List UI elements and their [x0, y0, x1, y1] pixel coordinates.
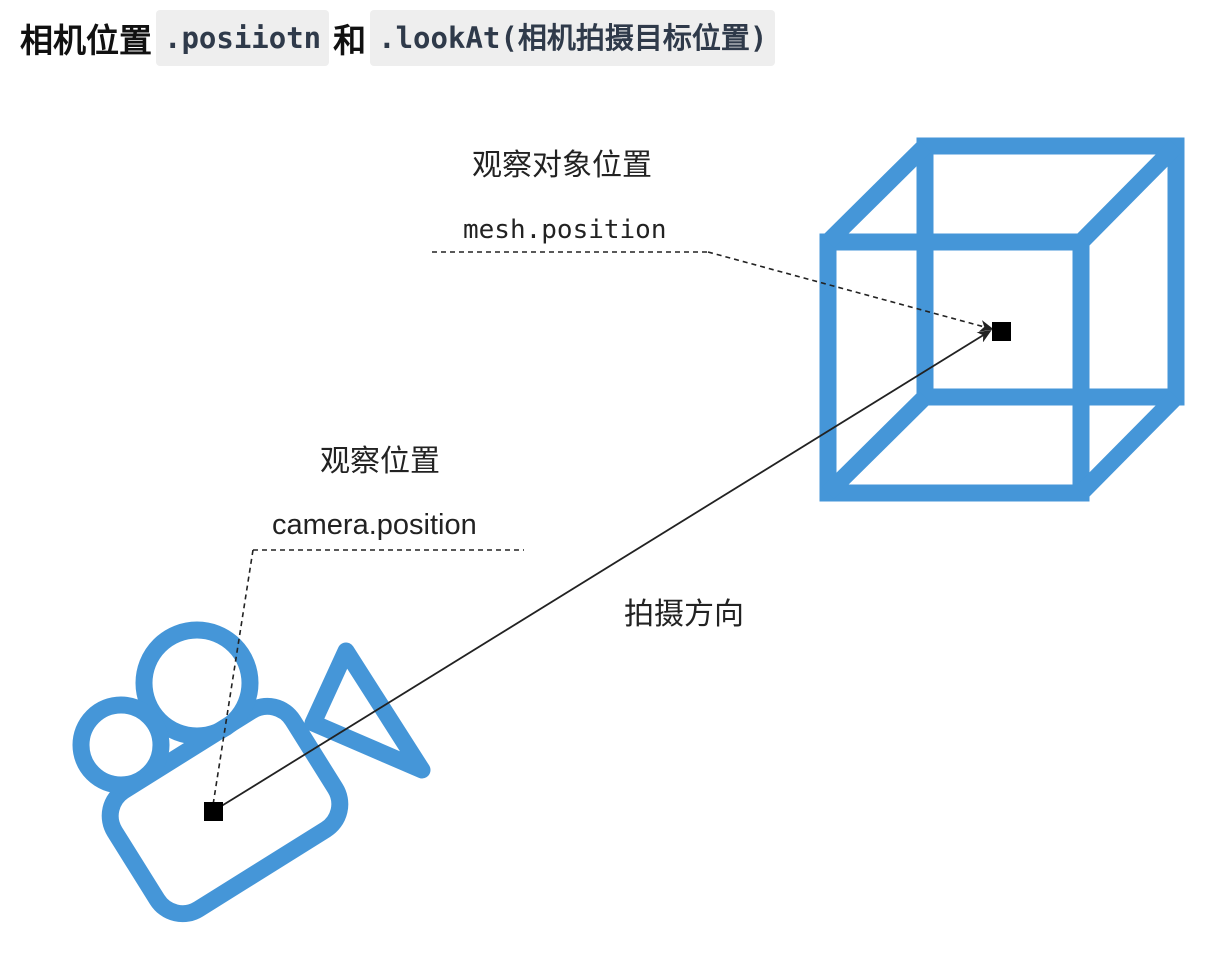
camera-position-label: 观察位置: [320, 444, 440, 479]
camera-leader-line: [212, 549, 524, 806]
target-point-marker: [992, 322, 1011, 341]
target-position-label: 观察对象位置: [472, 148, 652, 183]
video-camera-icon: [72, 621, 431, 923]
target-leader-line: [432, 251, 994, 332]
heading-text-camera-position: 相机位置: [20, 21, 152, 60]
shooting-direction-label: 拍摄方向: [624, 597, 744, 632]
wireframe-cube-icon: [819, 137, 1185, 502]
target-position-code: mesh.position: [463, 215, 667, 245]
shooting-direction-arrow: [214, 329, 992, 811]
page-heading: 相机位置 .posiiotn 和 .lookAt(相机拍摄目标位置): [20, 10, 776, 66]
camera-position-code: camera.position: [272, 509, 477, 541]
heading-text-and: 和: [333, 21, 367, 60]
camera-point-marker: [204, 802, 223, 821]
heading-code-position: .posiiotn: [156, 10, 330, 66]
heading-code-lookat: .lookAt(相机拍摄目标位置): [370, 10, 776, 66]
